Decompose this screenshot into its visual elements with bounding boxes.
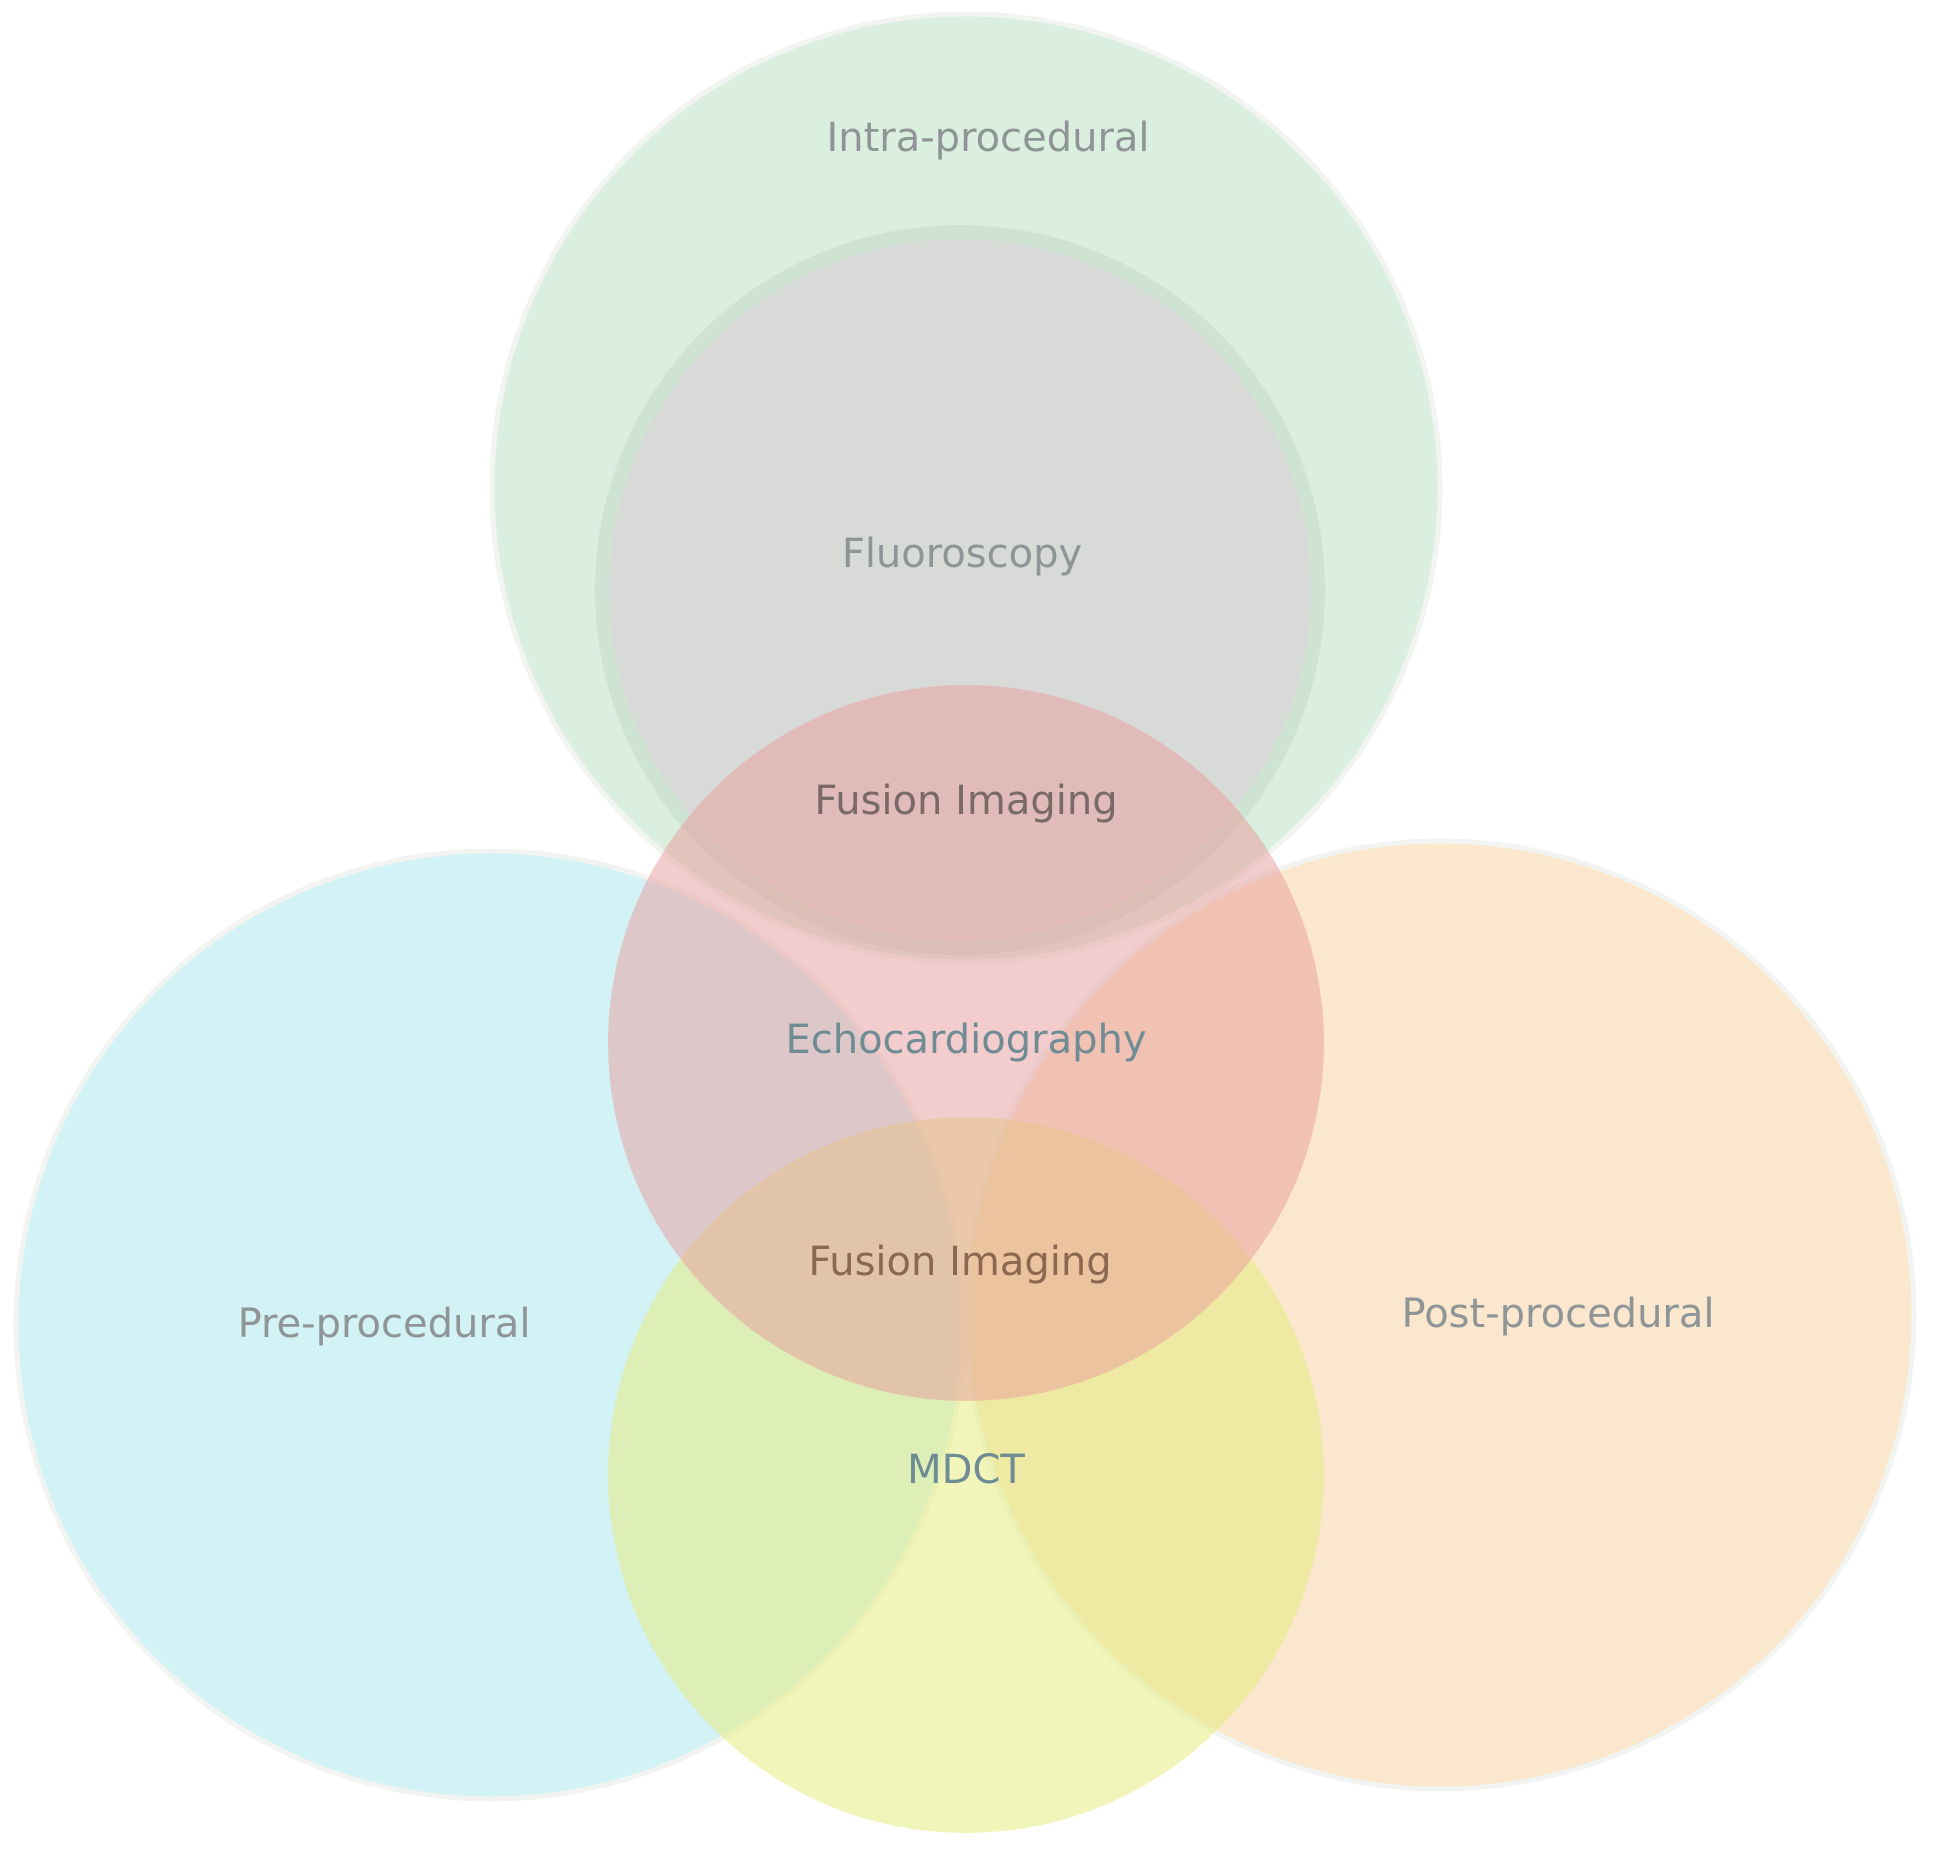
pre-procedural-label: Pre-procedural bbox=[238, 1301, 531, 1347]
fusion-imaging-top-label: Fusion Imaging bbox=[814, 778, 1117, 824]
echocardiography-circle bbox=[608, 685, 1324, 1401]
fluoroscopy-label: Fluoroscopy bbox=[842, 531, 1082, 577]
intra-procedural-label: Intra-procedural bbox=[826, 115, 1149, 161]
fusion-imaging-bottom-label: Fusion Imaging bbox=[808, 1239, 1111, 1285]
mdct-label: MDCT bbox=[907, 1447, 1025, 1493]
post-procedural-label: Post-procedural bbox=[1402, 1291, 1715, 1337]
echocardiography-label: Echocardiography bbox=[785, 1017, 1146, 1063]
